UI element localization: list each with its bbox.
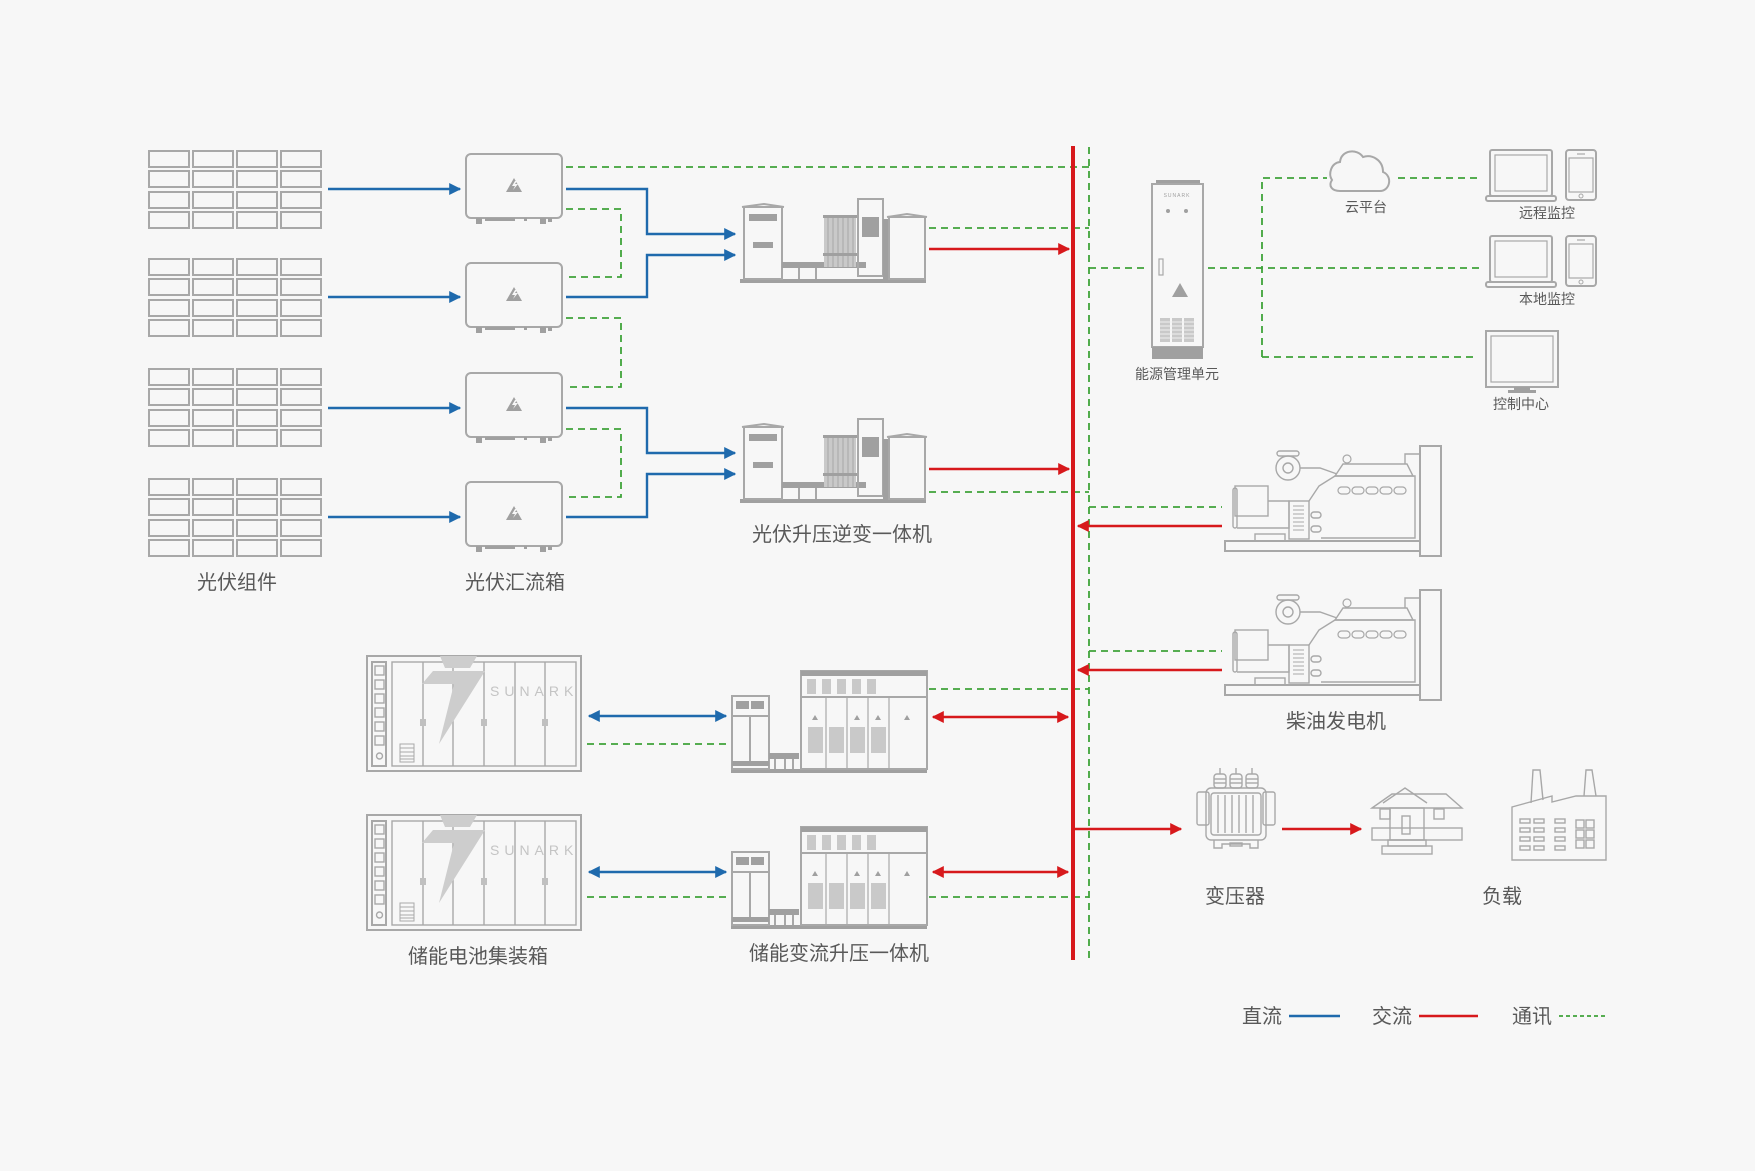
storage-pcs-skid	[730, 670, 928, 774]
legend-item-comm: 通讯	[1512, 1004, 1608, 1028]
control-center-monitor-icon	[1485, 330, 1559, 393]
legend-item-dc: 直流	[1242, 1004, 1340, 1028]
label-pv-modules: 光伏组件	[197, 570, 277, 594]
combiner-box	[465, 262, 563, 334]
pv-module-group	[148, 368, 322, 447]
pv-module-group	[148, 258, 322, 337]
battery-container	[366, 655, 582, 772]
legend: 直流 交流 通讯	[1242, 1004, 1608, 1028]
storage-pcs-skid	[730, 826, 928, 930]
battery-container	[366, 814, 582, 931]
ems-brand-text: SUNARK	[1164, 193, 1191, 199]
diesel-generator	[1224, 445, 1442, 557]
legend-label-dc: 直流	[1242, 1004, 1282, 1028]
pv-inverter-skid	[739, 198, 928, 284]
pv-inverter-skid	[739, 418, 928, 504]
legend-label-ac: 交流	[1372, 1004, 1412, 1028]
label-transformer: 变压器	[1205, 884, 1265, 908]
label-pv-combiner: 光伏汇流箱	[465, 570, 565, 594]
cloud-icon	[1329, 150, 1391, 192]
comm-lines	[566, 147, 1480, 960]
legend-item-ac: 交流	[1372, 1004, 1478, 1028]
label-storage-pcs-skid: 储能变流升压一体机	[749, 941, 929, 965]
label-control-center: 控制中心	[1493, 397, 1549, 413]
ac-lines	[929, 243, 1363, 878]
label-cloud: 云平台	[1345, 200, 1387, 216]
label-remote-monitor: 远程监控	[1519, 206, 1575, 222]
ems-cabinet: SUNARK	[1151, 180, 1204, 359]
combiner-box	[465, 372, 563, 444]
factory-icon	[1511, 769, 1607, 861]
label-diesel-generator: 柴油发电机	[1286, 709, 1386, 733]
remote-monitor-devices	[1485, 149, 1597, 202]
label-battery-container: 储能电池集装箱	[408, 944, 548, 968]
pv-module-group	[148, 478, 322, 557]
diesel-generator	[1224, 589, 1442, 701]
label-load: 负载	[1482, 884, 1522, 908]
transformer-icon	[1196, 768, 1276, 849]
label-ems: 能源管理单元	[1135, 367, 1219, 383]
dc-lines	[328, 183, 737, 878]
label-local-monitor: 本地监控	[1519, 292, 1575, 308]
combiner-box	[465, 481, 563, 553]
pv-module-group	[148, 150, 322, 229]
label-pv-inverter-skid: 光伏升压逆变一体机	[752, 522, 932, 546]
combiner-box	[465, 153, 563, 225]
local-monitor-devices	[1485, 235, 1597, 288]
legend-label-comm: 通讯	[1512, 1004, 1552, 1028]
house-icon	[1369, 787, 1464, 855]
